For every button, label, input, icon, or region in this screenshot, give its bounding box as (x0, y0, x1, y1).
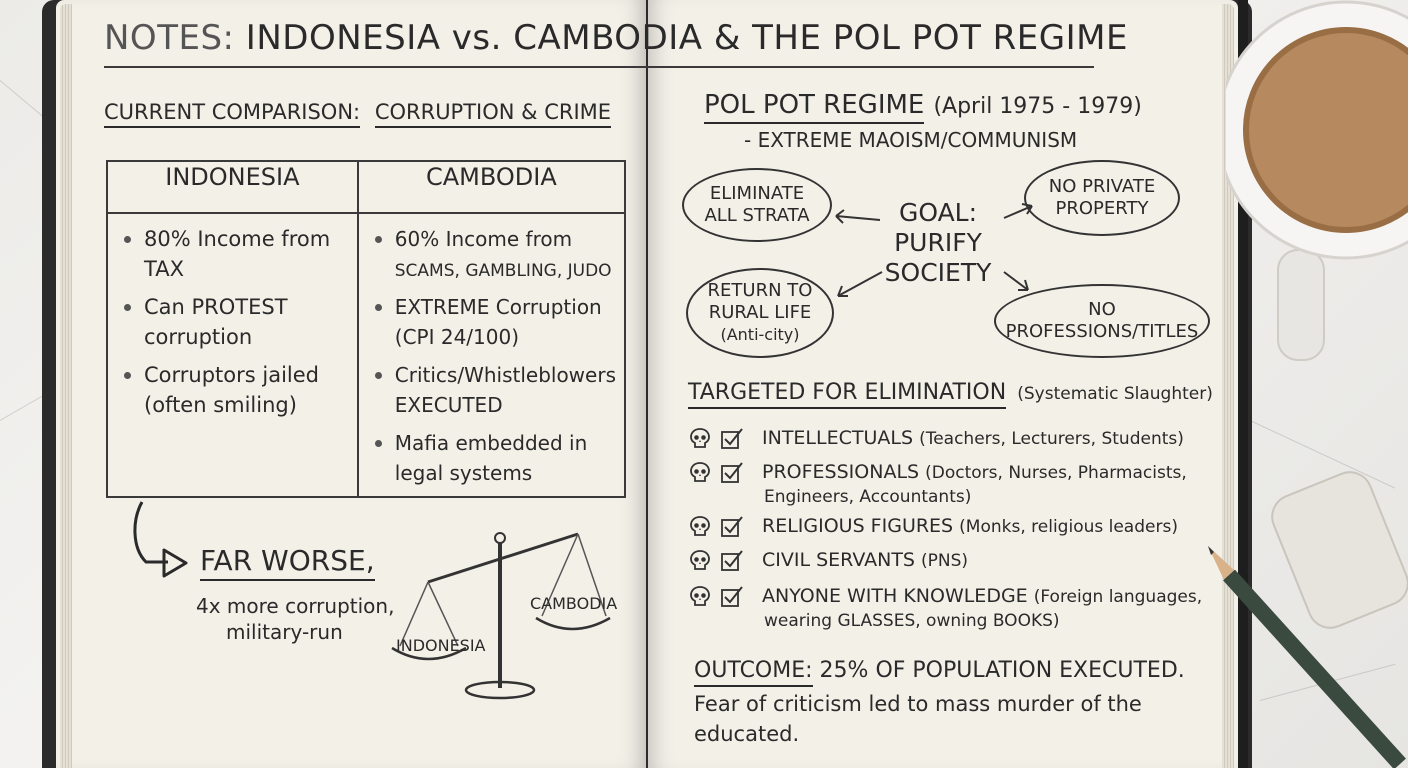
targeted-heading-label: TARGETED FOR ELIMINATION (688, 380, 1007, 409)
item-marks (688, 548, 762, 573)
column-header-indonesia: INDONESIA (106, 160, 359, 214)
scale-left-label: INDONESIA (396, 636, 486, 655)
targeted-item: ANYONE WITH KNOWLEDGE (Foreign languages… (688, 584, 1202, 633)
cambodia-item: Critics/Whistleblowers EXECUTED (373, 360, 616, 420)
pencil-icon (1208, 546, 1406, 768)
targeted-item: PROFESSIONALS (Doctors, Nurses, Pharmaci… (688, 460, 1187, 509)
targeted-item-detail: (Doctors, Nurses, Pharmacists, (925, 463, 1187, 483)
cambodia-item-line: SCAMS, GAMBLING, JUDO (394, 261, 612, 281)
title-lead: NOTES: (104, 18, 235, 58)
targeted-item: CIVIL SERVANTS (PNS) (688, 548, 968, 573)
bubble-line: PROFESSIONS/TITLES (1005, 321, 1199, 342)
skull-icon (690, 427, 710, 448)
scale-right-label: CAMBODIA (530, 594, 618, 613)
regime-title: POL POT REGIME (704, 90, 925, 124)
cambodia-item: EXTREME Corruption (CPI 24/100) (373, 292, 616, 352)
targeted-item-label: INTELLECTUALS (762, 427, 914, 449)
regime-subtitle: - EXTREME MAOISM/COMMUNISM (744, 128, 1078, 152)
item-marks (688, 426, 762, 451)
targeted-note: (Systematic Slaughter) (1017, 384, 1213, 404)
item-marks (688, 460, 762, 485)
eraser-icon (1271, 471, 1408, 629)
verdict-line-1: 4x more corruption, (196, 594, 395, 618)
cambodia-item: 60% Income from SCAMS, GAMBLING, JUDO (373, 224, 616, 286)
goal-line: SOCIETY (884, 258, 992, 287)
outcome-line: OUTCOME: 25% OF POPULATION EXECUTED. (694, 658, 1185, 687)
title-main: INDONESIA vs. CAMBODIA & THE POL POT REG… (245, 18, 1128, 58)
right-page (648, 0, 1238, 768)
coffee-cup-icon (1226, 0, 1408, 361)
bubble-line: ALL STRATA (704, 205, 810, 226)
targeted-item-detail: (PNS) (921, 551, 969, 571)
cambodia-item-line: 60% Income from (394, 227, 573, 251)
checkbox-checked-icon (721, 461, 743, 483)
targeted-item-label: RELIGIOUS FIGURES (762, 515, 954, 537)
targeted-item-label: PROFESSIONALS (762, 461, 920, 483)
mind-map-arrows (835, 203, 1033, 297)
skull-icon (690, 461, 710, 482)
indonesia-item: Can PROTEST corruption (122, 292, 349, 352)
bubble-line: NO PRIVATE (1048, 176, 1156, 197)
targeted-item-label: CIVIL SERVANTS (762, 549, 915, 571)
targeted-item-label: ANYONE WITH KNOWLEDGE (762, 585, 1028, 607)
page-title: NOTES: INDONESIA vs. CAMBODIA & THE POL … (104, 18, 1128, 58)
comparison-heading-right: CORRUPTION & CRIME (374, 100, 612, 128)
indonesia-item: 80% Income from TAX (122, 224, 349, 284)
bubble-line: (Anti-city) (720, 325, 800, 344)
targeted-item: RELIGIOUS FIGURES (Monks, religious lead… (688, 514, 1178, 539)
skull-icon (690, 585, 710, 606)
elastic-band (1238, 0, 1248, 768)
regime-dates: (April 1975 - 1979) (933, 94, 1142, 119)
checkbox-checked-icon (721, 585, 743, 607)
cambodia-item: Mafia embedded in legal systems (373, 428, 616, 488)
title-underline (104, 66, 1094, 68)
balance-scale-icon (391, 532, 611, 700)
targeted-heading: TARGETED FOR ELIMINATION (Systematic Sla… (688, 380, 1213, 409)
item-marks (688, 584, 762, 609)
targeted-item-detail-cont: wearing GLASSES, owning BOOKS) (764, 611, 1060, 631)
outcome-detail-2: educated. (694, 722, 800, 746)
targeted-item-detail: (Teachers, Lecturers, Students) (919, 429, 1184, 449)
outcome-text: 25% OF POPULATION EXECUTED. (819, 658, 1185, 683)
comparison-heading-left: CURRENT COMPARISON: (104, 100, 361, 128)
verdict-headline: FAR WORSE, (200, 544, 375, 581)
outcome-detail-1: Fear of criticism led to mass murder of … (694, 692, 1142, 716)
skull-icon (690, 549, 710, 570)
comparison-table: INDONESIA CAMBODIA 80% Income from TAX C… (106, 160, 627, 498)
item-marks (688, 514, 762, 539)
indonesia-item: Corruptors jailed (often smiling) (122, 360, 349, 420)
outcome-label: OUTCOME: (694, 658, 813, 687)
column-header-cambodia: CAMBODIA (356, 160, 627, 214)
skull-icon (690, 515, 710, 536)
bubble-line: RURAL LIFE (708, 302, 812, 323)
bubble-line: ELIMINATE (709, 183, 805, 204)
comparison-heading: CURRENT COMPARISON: CORRUPTION & CRIME (104, 100, 612, 128)
targeted-item-detail-cont: Engineers, Accountants) (764, 487, 972, 507)
checkbox-checked-icon (721, 515, 743, 537)
targeted-item-detail: (Monks, religious leaders) (959, 517, 1178, 537)
targeted-item-detail: (Foreign languages, (1033, 587, 1203, 607)
verdict-line-2: military-run (226, 620, 343, 644)
bubble-line: NO (1088, 299, 1116, 320)
goal-line: GOAL: (898, 198, 978, 227)
goal-line: PURIFY (894, 228, 982, 257)
checkbox-checked-icon (721, 427, 743, 449)
bubble-line: PROPERTY (1055, 198, 1149, 219)
checkbox-checked-icon (721, 549, 743, 571)
regime-heading: POL POT REGIME (April 1975 - 1979) (704, 90, 1142, 124)
bubble-line: RETURN TO (707, 280, 813, 301)
curved-arrow-icon (133, 501, 188, 578)
targeted-item: INTELLECTUALS (Teachers, Lecturers, Stud… (688, 426, 1184, 451)
